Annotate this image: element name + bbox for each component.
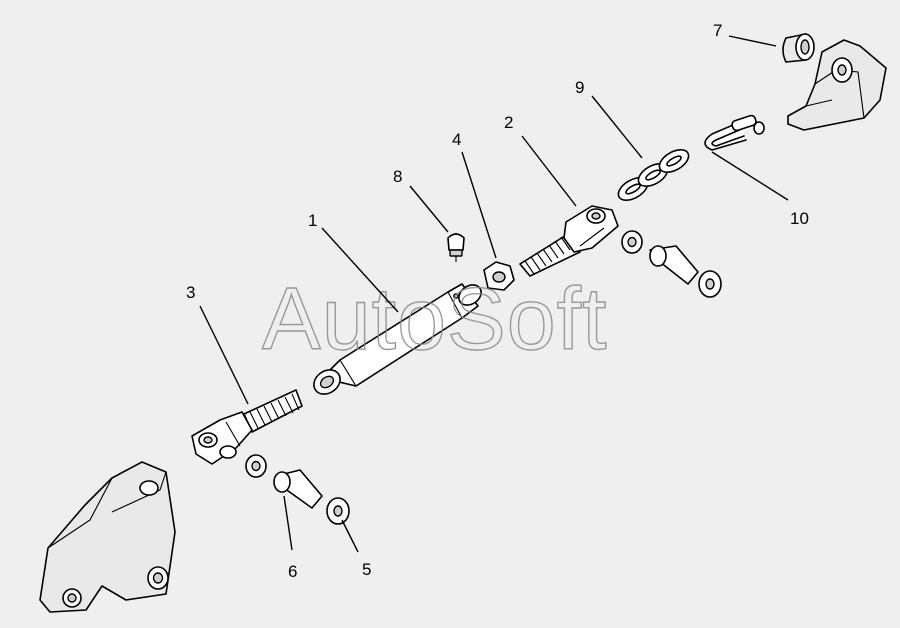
lower-pin-set: [245, 454, 350, 525]
hex-nut-part: [483, 261, 515, 291]
chain-part: [617, 149, 690, 201]
callout-7: 7: [713, 21, 722, 40]
callout-1: 1: [308, 211, 317, 230]
watermark-text: AutoSoft: [262, 269, 608, 368]
callout-2: 2: [504, 113, 513, 132]
callout-leaders: [199, 35, 789, 553]
callout-labels: 1 2 3 4 5 6 7 8 9 10: [186, 21, 809, 581]
main-tube-part: [313, 283, 482, 395]
lower-bracket: [39, 461, 176, 613]
callout-5: 5: [362, 560, 371, 579]
callout-10: 10: [790, 209, 809, 228]
upper-pin-set: [621, 230, 722, 298]
callout-6: 6: [288, 562, 297, 581]
lower-threaded-clevis-part: [191, 389, 303, 465]
upper-threaded-clevis-part: [519, 205, 619, 277]
callout-8: 8: [393, 167, 402, 186]
shackle-part: [704, 114, 765, 151]
callout-4: 4: [452, 130, 461, 149]
callout-3: 3: [186, 283, 195, 302]
bushing-part: [782, 33, 815, 63]
callout-9: 9: [575, 78, 584, 97]
grease-fitting-part: [447, 233, 465, 262]
upper-bracket: [787, 39, 887, 131]
